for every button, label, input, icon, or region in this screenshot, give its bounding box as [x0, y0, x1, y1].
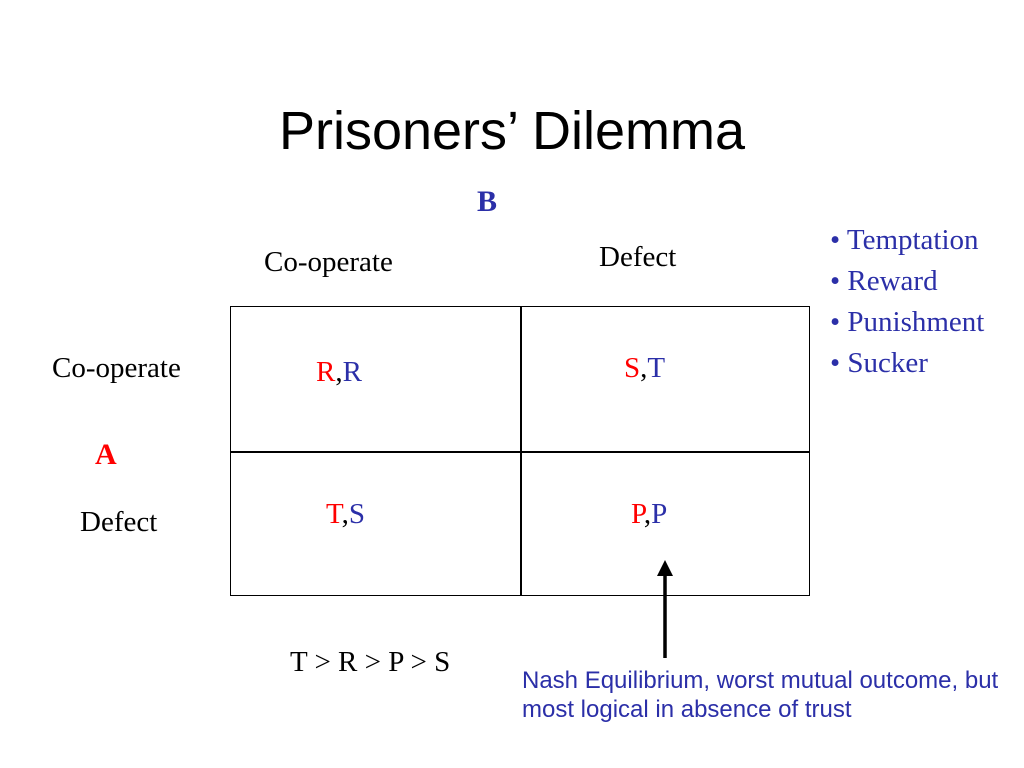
arrow-up-icon: [657, 560, 673, 658]
payoff-inequality: T > R > P > S: [290, 646, 451, 678]
payoff-matrix: [230, 306, 810, 596]
column-header-defect: Defect: [599, 241, 677, 273]
payoff-cell-defect-defect: P,P: [631, 498, 667, 531]
payoff-separator: ,: [643, 498, 652, 530]
payoff-separator: ,: [341, 498, 349, 530]
column-header-cooperate: Co-operate: [264, 246, 393, 278]
legend-item-reward: • Reward: [830, 265, 938, 297]
row-header-defect: Defect: [80, 506, 158, 538]
payoff-a: S: [624, 352, 641, 384]
payoff-b: T: [647, 352, 666, 384]
payoff-b: S: [348, 498, 365, 530]
payoff-separator: ,: [335, 356, 343, 388]
payoff-cell-cooperate-cooperate: R,R: [316, 356, 362, 389]
payoff-b: R: [342, 356, 362, 388]
column-player-label: B: [477, 185, 498, 218]
legend-item-temptation: • Temptation: [830, 224, 979, 256]
payoff-a: T: [326, 498, 342, 530]
matrix-horizontal-divider: [231, 451, 809, 453]
payoff-cell-defect-cooperate: T,S: [326, 498, 365, 531]
row-player-label: A: [95, 438, 117, 471]
payoff-a: P: [631, 498, 644, 530]
payoff-b: P: [651, 498, 668, 530]
payoff-a: R: [316, 356, 336, 388]
legend-item-punishment: • Punishment: [830, 306, 985, 338]
legend-item-sucker: • Sucker: [830, 347, 928, 379]
payoff-separator: ,: [640, 352, 648, 384]
nash-equilibrium-note: Nash Equilibrium, worst mutual outcome, …: [522, 667, 999, 723]
payoff-legend: • Temptation • Reward • Punishment • Suc…: [830, 220, 984, 384]
row-header-cooperate: Co-operate: [52, 352, 181, 384]
slide-title: Prisoners’ Dilemma: [278, 101, 746, 161]
payoff-cell-cooperate-defect: S,T: [624, 352, 665, 385]
